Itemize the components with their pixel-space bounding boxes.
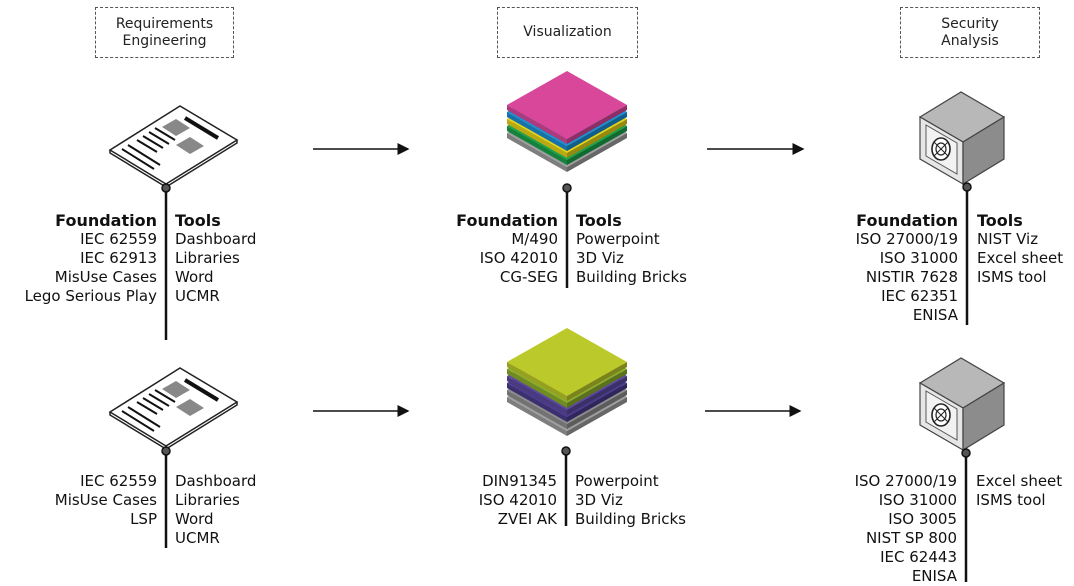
bottom-requirements-tools: Dashboard Libraries Word UCMR (175, 472, 256, 548)
list-item: ENISA (912, 306, 958, 324)
list-item: UCMR (175, 287, 220, 305)
pin-top-security (962, 182, 972, 325)
bottom-visualization-tools: Powerpoint 3D Viz Building Bricks (575, 472, 686, 529)
list-item: Powerpoint (576, 230, 660, 248)
top-visualization-tools: Tools Powerpoint 3D Viz Building Bricks (576, 211, 687, 287)
document-icon-bottom (108, 367, 239, 450)
list-item: IEC 62559 (80, 230, 157, 248)
safe-icon-bottom (918, 357, 1006, 452)
bottom-security-tools: Excel sheet ISMS tool (976, 472, 1062, 510)
list-item: ISO 31000 (879, 249, 958, 267)
top-security-foundation: Foundation ISO 27000/19 ISO 31000 NISTIR… (856, 211, 958, 325)
pin-bottom-requirements (161, 446, 171, 548)
top-visualization-foundation: Foundation M/490 ISO 42010 CG-SEG (456, 211, 558, 287)
list-item: LSP (130, 510, 157, 528)
list-item: ISMS tool (976, 491, 1046, 509)
bottom-visualization-foundation: DIN91345 ISO 42010 ZVEI AK (479, 472, 557, 529)
list-item: IEC 62913 (80, 249, 157, 267)
list-item: DIN91345 (482, 472, 557, 490)
list-item: MisUse Cases (54, 268, 157, 286)
pin-top-requirements (161, 183, 171, 340)
header-line-1: Security (941, 15, 999, 32)
list-item: Building Bricks (576, 268, 687, 286)
list-item: 3D Viz (576, 249, 624, 267)
list-item: IEC 62443 (880, 548, 957, 566)
list-item: Excel sheet (977, 249, 1064, 267)
stack-layer (507, 328, 627, 401)
top-requirements-tools: Tools Dashboard Libraries Word UCMR (175, 211, 256, 306)
top-security-tools: Tools NIST Viz Excel sheet ISMS tool (977, 211, 1063, 287)
safe-icon-top (918, 91, 1006, 186)
list-item: ISO 31000 (878, 491, 957, 509)
layer-stack-icon-top (507, 71, 627, 172)
list-item: Building Bricks (575, 510, 686, 528)
list-item: Powerpoint (575, 472, 659, 490)
list-item: NIST SP 800 (865, 529, 957, 547)
list-item: ISMS tool (977, 268, 1047, 286)
list-item: 3D Viz (575, 491, 623, 509)
tools-heading: Tools (977, 211, 1023, 230)
list-item: ISO 3005 (888, 510, 957, 528)
pin-bottom-visualization (561, 446, 571, 526)
header-line-2: Engineering (122, 32, 207, 49)
document-icon-top (108, 105, 239, 188)
list-item: ISO 42010 (479, 249, 558, 267)
bottom-security-foundation: ISO 27000/19 ISO 31000 ISO 3005 NIST SP … (855, 472, 957, 586)
stack-layer (507, 71, 627, 144)
list-item: ZVEI AK (497, 510, 557, 528)
list-item: IEC 62559 (80, 472, 157, 490)
list-item: NIST Viz (977, 230, 1039, 248)
list-item: IEC 62351 (881, 287, 958, 305)
list-item: Dashboard (175, 472, 257, 490)
header-line-1: Requirements (115, 15, 214, 32)
list-item: ISO 27000/19 (854, 472, 957, 490)
foundation-heading: Foundation (456, 211, 558, 230)
list-item: CG-SEG (499, 268, 558, 286)
list-item: Dashboard (175, 230, 257, 248)
layer-stack-icon-bottom (507, 328, 627, 436)
header-line-1: Visualization (523, 24, 612, 40)
list-item: Libraries (175, 249, 240, 267)
list-item: Word (175, 268, 214, 286)
list-item: ISO 27000/19 (855, 230, 958, 248)
pin-top-visualization (562, 183, 572, 288)
bottom-requirements-foundation: IEC 62559 MisUse Cases LSP (55, 472, 157, 529)
list-item: Word (175, 510, 214, 528)
tools-heading: Tools (576, 211, 622, 230)
list-item: NISTIR 7628 (865, 268, 958, 286)
list-item: Excel sheet (976, 472, 1063, 490)
header-visualization: Visualization (497, 7, 638, 58)
header-line-2: Analysis (941, 32, 999, 49)
foundation-heading: Foundation (856, 211, 958, 230)
list-item: ISO 42010 (478, 491, 557, 509)
tools-heading: Tools (175, 211, 221, 230)
list-item: M/490 (511, 230, 558, 248)
list-item: Lego Serious Play (24, 287, 157, 305)
pin-bottom-security (961, 448, 971, 582)
list-item: UCMR (175, 529, 220, 547)
list-item: MisUse Cases (54, 491, 157, 509)
top-requirements-foundation: Foundation IEC 62559 IEC 62913 MisUse Ca… (25, 211, 157, 306)
list-item: Libraries (175, 491, 240, 509)
list-item: ENISA (911, 567, 957, 585)
foundation-heading: Foundation (55, 211, 157, 230)
